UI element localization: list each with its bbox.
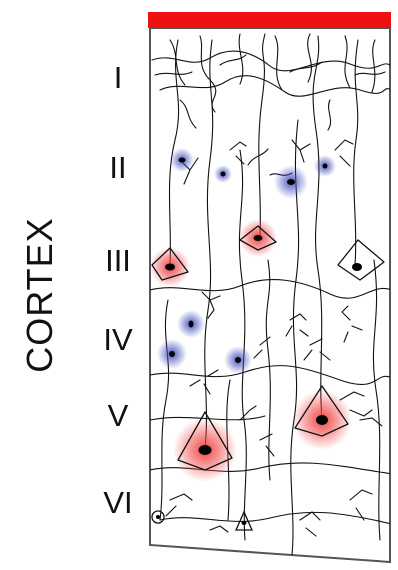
top-red-bar (148, 12, 391, 28)
layer6-cell-nucleus (156, 515, 160, 519)
